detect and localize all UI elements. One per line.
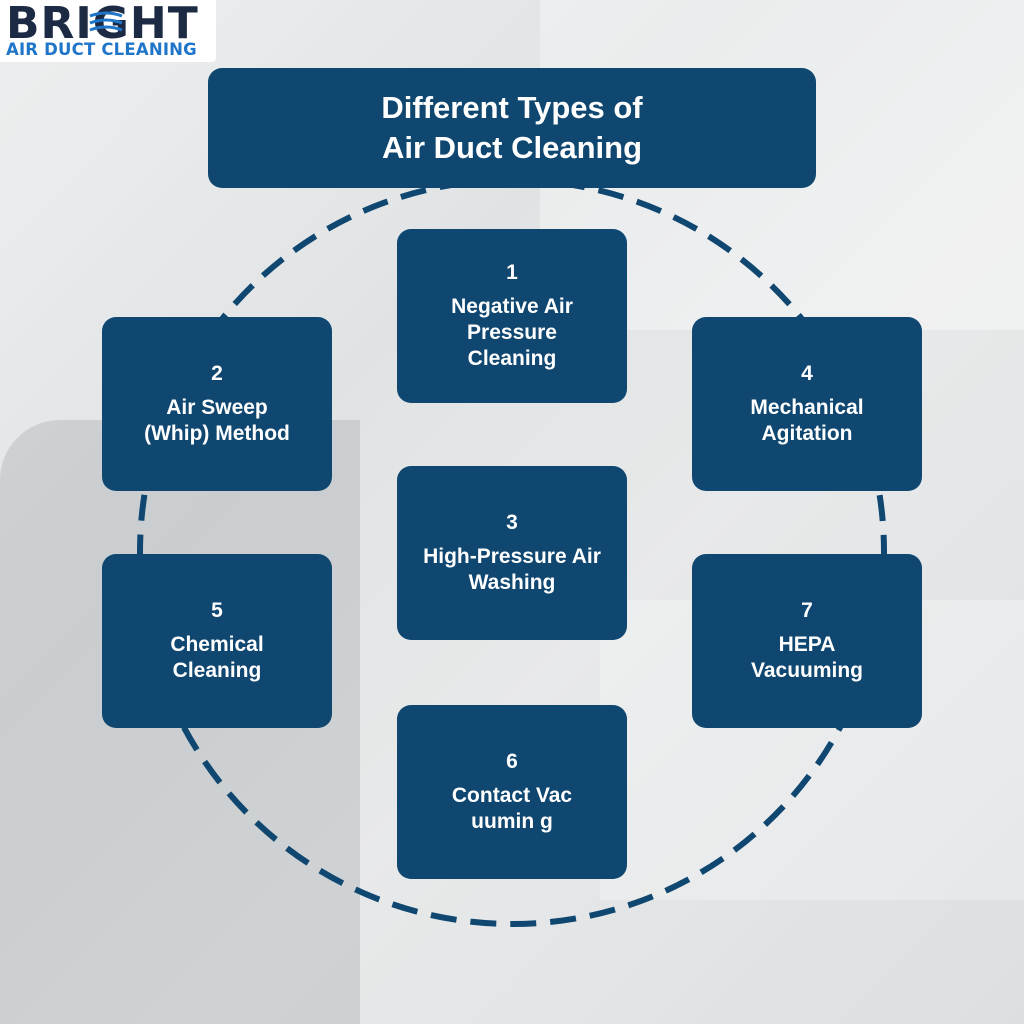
method-card-1: 1 Negative Air Pressure Cleaning [397,229,627,403]
method-card-7: 7 HEPA Vacuuming [692,554,922,728]
method-number: 1 [506,261,518,284]
method-label: Mechanical Agitation [750,396,864,445]
method-card-4: 4 Mechanical Agitation [692,317,922,491]
method-card-6: 6 Contact Vacuumin g [397,705,627,879]
logo-tagline: AIR DUCT CLEANING [6,40,197,59]
method-number: 7 [801,599,813,622]
method-label: Negative Air Pressure Cleaning [451,295,573,370]
method-card-5: 5 Chemical Cleaning [102,554,332,728]
method-label: Chemical Cleaning [170,633,264,682]
method-number: 2 [211,362,223,385]
title-banner: Different Types of Air Duct Cleaning [208,68,816,188]
method-number: 3 [506,511,518,534]
method-card-2: 2 Air Sweep (Whip) Method [102,317,332,491]
method-number: 4 [801,362,813,385]
brand-logo: BRIGHT AIR DUCT CLEANING [0,0,216,62]
method-label: High-Pressure Air Washing [423,545,601,594]
method-number: 6 [506,750,518,773]
logo-wordmark: BRIGHT [6,0,199,49]
method-card-3: 3 High-Pressure Air Washing [397,466,627,640]
method-label: HEPA Vacuuming [750,633,864,682]
title-line-1: Different Types of [381,90,643,125]
method-label: Contact Vacuumin g [451,784,573,833]
method-label: Air Sweep (Whip) Method [144,396,290,445]
title-line-2: Air Duct Cleaning [381,130,643,165]
method-number: 5 [211,599,223,622]
airflow-wave-icon [89,11,123,32]
